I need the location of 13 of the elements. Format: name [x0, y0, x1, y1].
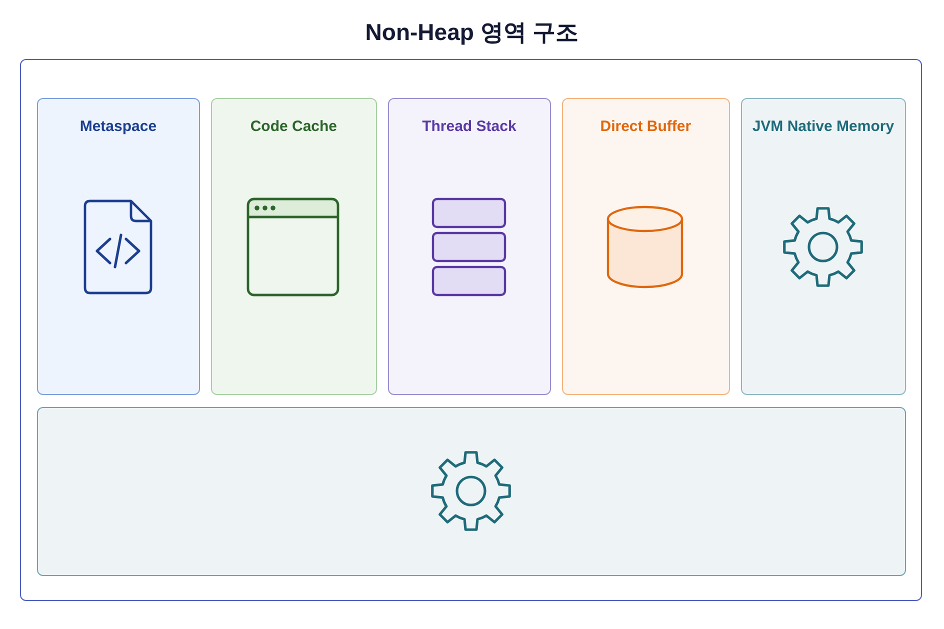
diagram-title: Non-Heap 영역 구조 — [365, 18, 579, 47]
panel-title: JVM Native Memory — [752, 118, 894, 135]
region-panel — [210, 98, 377, 395]
panel-title: Direct Buffer — [600, 118, 692, 135]
region-panel — [388, 98, 551, 395]
panel-title: Thread Stack — [422, 118, 516, 135]
region-panel — [562, 98, 730, 395]
panel-title: Code Cache — [250, 118, 338, 135]
region-panel — [740, 98, 906, 395]
region-panel — [36, 98, 200, 395]
container-frame — [20, 59, 922, 601]
panel-title: Metaspace — [80, 118, 157, 135]
region-panel — [36, 406, 906, 576]
